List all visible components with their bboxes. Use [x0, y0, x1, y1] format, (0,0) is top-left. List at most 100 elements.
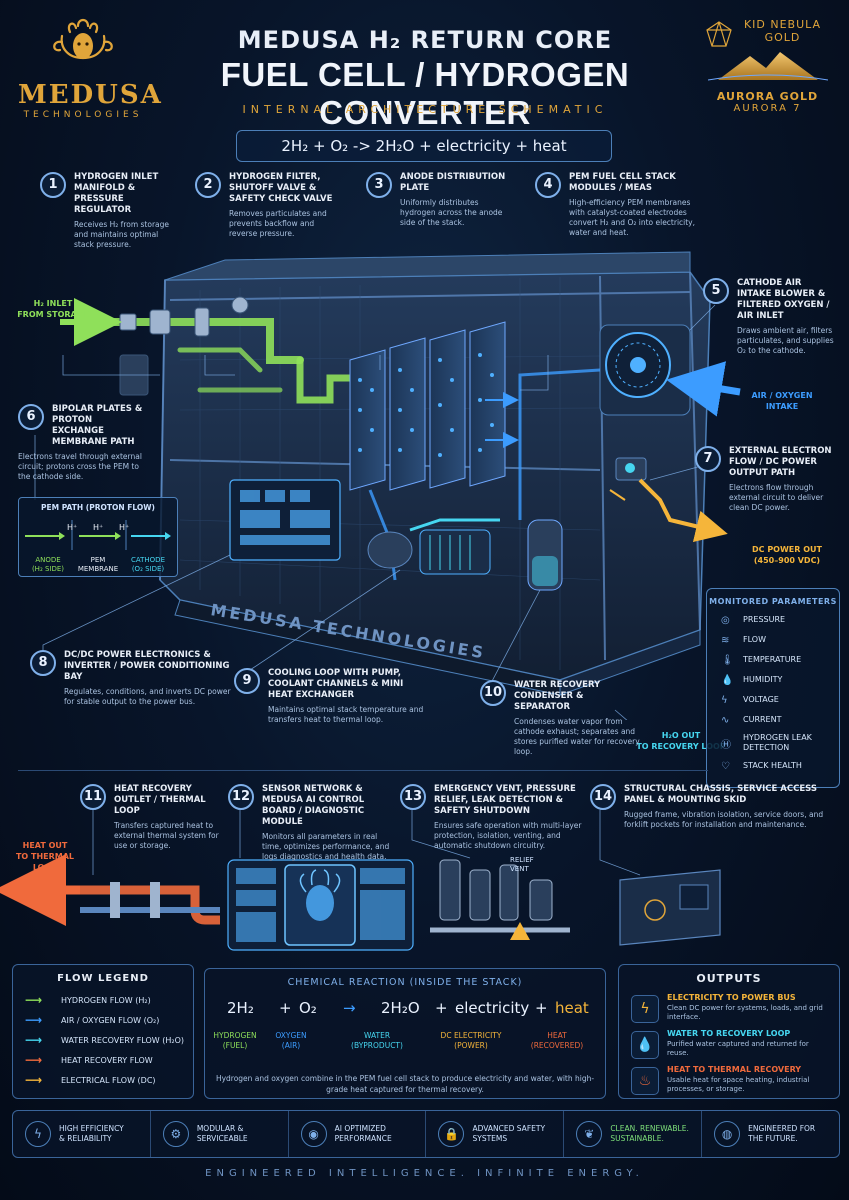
feature-item: ϟ HIGH EFFICIENCY & RELIABILITY [13, 1111, 151, 1157]
cathode-label: CATHODE (O₂ SIDE) [131, 556, 165, 573]
legend-label: HEAT RECOVERY FLOW [61, 1055, 153, 1065]
outputs-title: OUTPUTS [696, 972, 762, 985]
medusa-logo: MEDUSA TECHNOLOGIES [18, 18, 161, 120]
callout-14: 14 STRUCTURAL CHASSIS, SERVICE ACCESS PA… [590, 784, 823, 830]
callout-desc: Draws ambient air, filters particulates,… [737, 326, 834, 355]
pem-stack [349, 321, 519, 491]
callout-title: EXTERNAL ELECTRON FLOW / DC POWER OUTPUT… [729, 446, 832, 478]
equation-banner: 2H₂ + O₂ -> 2H₂O + electricity + heat [236, 130, 612, 162]
equation-term: + [535, 999, 548, 1017]
pressure-icon: ◎ [721, 614, 730, 626]
mountain-icon [707, 52, 828, 81]
water-separator [527, 519, 563, 591]
callout-1: 1 HYDROGEN INLET MANIFOLD & PRESSURE REG… [40, 172, 170, 250]
panel-title: MONITORED PARAMETERS [709, 597, 837, 606]
lock-icon: 🔒 [438, 1121, 465, 1147]
equation-term: → [343, 999, 356, 1017]
gear-icon: ⚙ [162, 1121, 189, 1147]
legend-label: ELECTRICAL FLOW (DC) [61, 1075, 156, 1085]
legend-label: AIR / OXYGEN FLOW (O₂) [61, 1015, 160, 1025]
air-intake-label: AIR / OXYGEN INTAKE [751, 391, 813, 411]
callout-number: 3 [366, 172, 392, 198]
pem-path-title: PEM PATH (PROTON FLOW) [41, 503, 155, 512]
blower [599, 324, 691, 416]
feature-label: HIGH EFFICIENCY & RELIABILITY [59, 1124, 124, 1143]
monitored-item: 🌡TEMPERATURE [707, 650, 839, 670]
callout-number: 13 [400, 784, 426, 810]
proton-flow-arrows: H⁺ H⁺ H⁺ [25, 520, 171, 550]
proton-label: H⁺ [67, 523, 77, 532]
equation-term: electricity [455, 999, 530, 1017]
legend-item: ⟶AIR / OXYGEN FLOW (O₂) [13, 1010, 193, 1030]
equation-term: + [279, 999, 292, 1017]
callout-title: ANODE DISTRIBUTION PLATE [400, 172, 506, 193]
callout-title: EMERGENCY VENT, PRESSURE RELIEF, LEAK DE… [434, 784, 576, 816]
legend-title: FLOW LEGEND [57, 973, 149, 984]
callout-2: 2 HYDROGEN FILTER, SHUTOFF VALVE & SAFET… [195, 172, 335, 239]
legend-label: HYDROGEN FLOW (H₂) [61, 995, 151, 1005]
output-title: ELECTRICITY TO POWER BUS [667, 993, 796, 1002]
callout-number: 1 [40, 172, 66, 198]
callout-number: 11 [80, 784, 106, 810]
callout-number: 7 [695, 446, 721, 472]
dc-out-label: DC POWER OUT (450–900 VDC) [752, 545, 822, 565]
aurora-gold-label: AURORA GOLD [716, 90, 819, 103]
proton-label: H⁺ [119, 523, 129, 532]
callout-title: COOLING LOOP WITH PUMP, COOLANT CHANNELS… [268, 668, 404, 700]
page-subtitle: INTERNAL ARCHITECTURE SCHEMATIC [242, 103, 608, 116]
callout-title: DC/DC POWER ELECTRONICS & INVERTER / POW… [64, 650, 230, 682]
feature-item: 🔒ADVANCED SAFETY SYSTEMS [426, 1111, 565, 1157]
h2-icon: Ⓗ [721, 739, 731, 751]
callout-desc: Receives H₂ from storage and maintains o… [74, 220, 170, 249]
callout-9: 9 COOLING LOOP WITH PUMP, COOLANT CHANNE… [234, 668, 424, 725]
valves [119, 296, 249, 396]
monitored-parameters-panel: MONITORED PARAMETERS ◎PRESSURE≋FLOW🌡TEMP… [706, 588, 840, 788]
output-title: HEAT TO THERMAL RECOVERY [667, 1065, 802, 1074]
legend-item: ⟶ELECTRICAL FLOW (DC) [13, 1070, 193, 1090]
callout-desc: Monitors all parameters in real time, op… [262, 832, 390, 861]
anode-label: ANODE (H₂ SIDE) [31, 556, 65, 573]
monitored-label: CURRENT [743, 715, 782, 724]
output-desc: Clean DC power for systems, loads, and g… [667, 1004, 823, 1021]
callout-7: 7 EXTERNAL ELECTRON FLOW / DC POWER OUTP… [695, 446, 835, 513]
output-item: ♨ HEAT TO THERMAL RECOVERY Usable heat for… [631, 1065, 831, 1099]
pem-path-box: PEM PATH (PROTON FLOW) H⁺ H⁺ H⁺ ANODE (H… [18, 497, 178, 577]
monitored-label: TEMPERATURE [743, 655, 802, 664]
flow-legend: FLOW LEGEND ⟶HYDROGEN FLOW (H₂)⟶AIR / OX… [12, 964, 194, 1099]
callout-desc: Uniformly distributes hydrogen across th… [400, 198, 503, 227]
callout-11: 11 HEAT RECOVERY OUTLET / THERMAL LOOP T… [80, 784, 230, 851]
legend-label: WATER RECOVERY FLOW (H₂O) [61, 1035, 185, 1045]
lightning-icon: ϟ [25, 1121, 51, 1147]
divider [18, 770, 708, 771]
medusa-head-icon [53, 18, 113, 60]
flame-icon: ♨ [631, 1067, 659, 1095]
feature-item: ◉ AI OPTIMIZED PERFORMANCE [289, 1111, 427, 1157]
callout-desc: Maintains optimal stack temperature and … [268, 705, 424, 724]
callout-3: 3 ANODE DISTRIBUTION PLATE Uniformly dis… [366, 172, 506, 228]
callout-desc: Electrons flow through external circuit … [729, 483, 824, 512]
callout-title: BIPOLAR PLATES & PROTON EXCHANGE MEMBRAN… [52, 404, 143, 447]
output-title: WATER TO RECOVERY LOOP [667, 1029, 791, 1038]
monitored-label: HYDROGEN LEAK DETECTION [743, 733, 812, 752]
crystal-icon [706, 21, 732, 47]
flow-icon: ≋ [721, 634, 730, 646]
callout-title: SENSOR NETWORK & MEDUSA AI CONTROL BOARD… [262, 784, 365, 827]
partner-logos: KID NEBULA GOLD AURORA GOLD AURORA 7 [700, 18, 835, 114]
equation-term: + [435, 999, 448, 1017]
output-desc: Usable heat for space heating, industria… [667, 1076, 810, 1093]
warning-icon [510, 922, 530, 940]
reaction-label: OXYGEN (AIR) [275, 1031, 307, 1050]
legend-item: ⟶ HEAT RECOVERY FLOW [13, 1050, 193, 1070]
callout-desc: Removes particulates and prevents backfl… [229, 209, 327, 238]
arrow-right-icon: ⟶ [25, 993, 43, 1007]
arrow-right-icon: ⟶ [25, 1053, 43, 1067]
callout-12: 12 SENSOR NETWORK & MEDUSA AI CONTROL BO… [228, 784, 398, 862]
monitored-label: HUMIDITY [743, 675, 783, 684]
feature-label: ENGINEERED FOR THE FUTURE. [748, 1124, 816, 1143]
feature-label: AI OPTIMIZED PERFORMANCE [334, 1124, 392, 1143]
ai-chip-icon: ◉ [300, 1121, 327, 1147]
callout-desc: High-efficiency PEM membranes with catal… [569, 198, 696, 237]
chemical-title: CHEMICAL REACTION (INSIDE THE STACK) [287, 977, 523, 988]
